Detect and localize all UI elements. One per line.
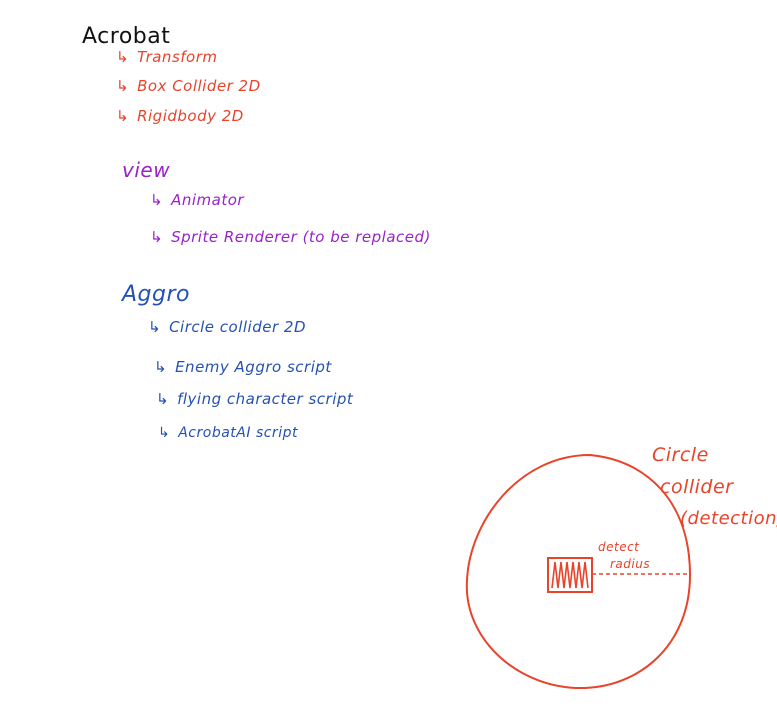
aggro-item-acrobat-ai-script: ↳ AcrobatAI script (158, 426, 298, 440)
view-title: view (122, 158, 171, 182)
item-label: Enemy Aggro script (175, 358, 332, 376)
item-label: Animator (171, 191, 245, 209)
aggro-item-circle-collider: ↳ Circle collider 2D (148, 320, 306, 335)
branch-arrow-icon: ↳ (158, 425, 171, 441)
branch-arrow-icon: ↳ (148, 318, 162, 336)
view-item-sprite-renderer: ↳ Sprite Renderer (to be replaced) (150, 230, 431, 245)
item-label: Circle collider 2D (169, 318, 307, 336)
branch-arrow-icon: ↳ (116, 48, 130, 66)
detection-circle (465, 453, 692, 690)
aggro-item-enemy-aggro-script: ↳ Enemy Aggro script (154, 360, 332, 375)
branch-arrow-icon: ↳ (116, 77, 130, 95)
item-label: Rigidbody 2D (137, 107, 244, 125)
aggro-item-flying-character-script: ↳ flying character script (156, 392, 353, 407)
item-label: Box Collider 2D (137, 77, 261, 95)
item-label: flying character script (177, 390, 354, 408)
branch-arrow-icon: ↳ (156, 390, 170, 408)
view-item-animator: ↳ Animator (150, 193, 244, 208)
aggro-title: Aggro (122, 282, 190, 307)
acrobat-title: Acrobat (82, 24, 171, 49)
item-label: Sprite Renderer (to be replaced) (171, 228, 431, 246)
acrobat-item-transform: ↳ Transform (116, 50, 218, 65)
branch-arrow-icon: ↳ (154, 358, 168, 376)
acrobat-item-box-collider: ↳ Box Collider 2D (116, 79, 261, 94)
branch-arrow-icon: ↳ (150, 191, 164, 209)
circle-collider-label-line-2: collider (660, 476, 734, 498)
circle-collider-label-line-3: (detection) (680, 508, 777, 529)
enemy-scribble (551, 561, 589, 589)
enemy-sprite-box (547, 557, 593, 593)
branch-arrow-icon: ↳ (150, 228, 164, 246)
branch-arrow-icon: ↳ (116, 107, 130, 125)
item-label: Transform (137, 48, 218, 66)
circle-collider-label-line-1: Circle (652, 444, 709, 466)
item-label: AcrobatAI script (178, 425, 298, 441)
acrobat-item-rigidbody: ↳ Rigidbody 2D (116, 109, 244, 124)
detect-radius-label-line-1: detect (598, 540, 640, 554)
detect-radius-label-line-2: radius (610, 557, 651, 571)
